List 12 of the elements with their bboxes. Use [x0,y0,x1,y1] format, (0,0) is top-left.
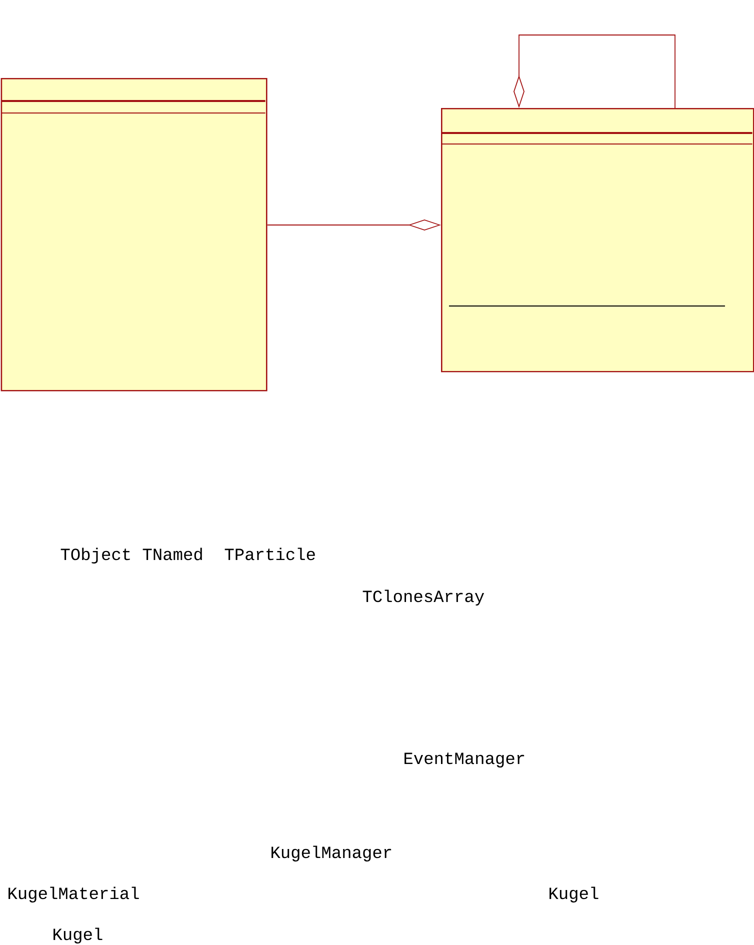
class-name: Kugel [550,886,598,903]
class-name: TParticle [224,548,315,560]
aggregation-connector [514,34,676,108]
class-box [441,108,754,372]
class-name: KugelManager [272,846,392,862]
class-name: TObject [60,548,130,564]
class-name: KugelMaterial [8,886,139,903]
class-box [0,78,268,392]
class-name: TClonesArray [362,590,484,606]
class-name: TNamed [142,548,202,560]
class-name: Kugel [54,928,102,944]
class-name: EventManager [404,752,524,768]
